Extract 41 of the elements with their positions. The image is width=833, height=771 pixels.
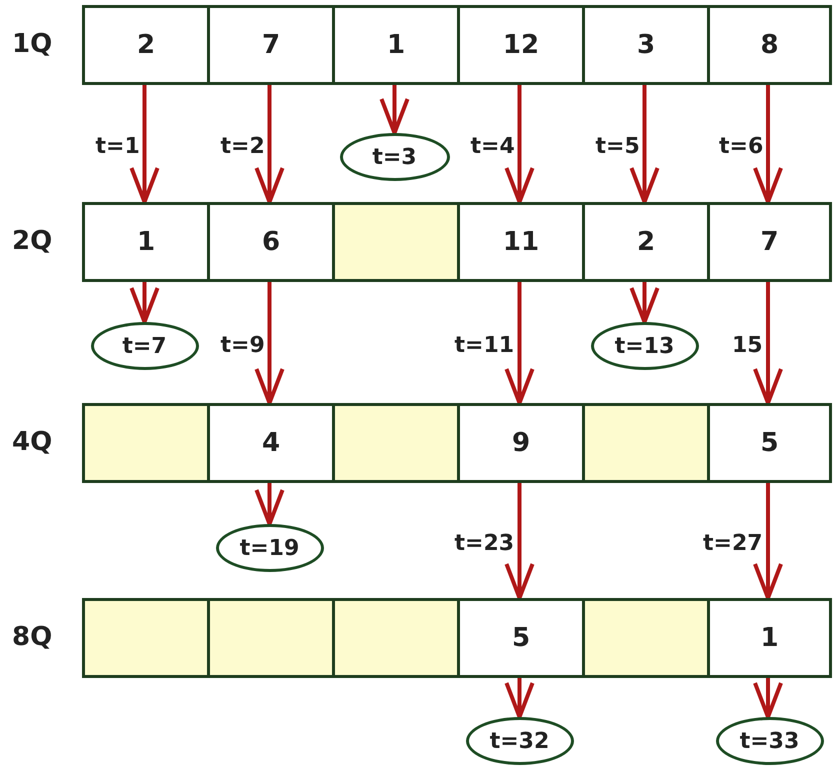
queue-cell: 8 bbox=[707, 5, 832, 85]
time-ellipse: t=13 bbox=[590, 322, 698, 370]
arrow bbox=[504, 282, 534, 405]
queue-label: 2Q bbox=[12, 226, 52, 256]
arrow bbox=[130, 85, 160, 204]
arrow bbox=[504, 85, 534, 204]
queue-cell: 4 bbox=[207, 403, 335, 483]
queue-cell: 9 bbox=[457, 403, 585, 483]
arrow bbox=[753, 282, 783, 405]
arrow bbox=[630, 282, 660, 324]
arrow bbox=[380, 85, 410, 135]
time-ellipse: t=19 bbox=[216, 524, 324, 572]
queue-cell: 3 bbox=[582, 5, 710, 85]
arrow bbox=[753, 483, 783, 600]
queue-label: 1Q bbox=[12, 29, 52, 59]
arrow bbox=[254, 85, 284, 204]
queue-cell: 12 bbox=[457, 5, 585, 85]
queue-cell: 5 bbox=[457, 598, 585, 678]
arrow bbox=[130, 282, 160, 324]
arrow bbox=[753, 678, 783, 719]
arrow bbox=[254, 282, 284, 405]
queue-label: 8Q bbox=[12, 622, 52, 652]
queue-cell: 6 bbox=[207, 202, 335, 282]
queue-label: 4Q bbox=[12, 427, 52, 457]
time-ellipse: t=32 bbox=[466, 717, 574, 765]
queue-cell: 11 bbox=[457, 202, 585, 282]
queue-cell: 7 bbox=[707, 202, 832, 282]
queue-cell: 5 bbox=[707, 403, 832, 483]
queue-cell: 1 bbox=[332, 5, 460, 85]
arrow bbox=[753, 85, 783, 204]
arrow bbox=[504, 483, 534, 600]
queue-cell: 1 bbox=[82, 202, 210, 282]
time-ellipse: t=3 bbox=[340, 133, 450, 181]
queue-cell: 7 bbox=[207, 5, 335, 85]
time-ellipse: t=33 bbox=[716, 717, 824, 765]
arrow bbox=[254, 483, 284, 526]
time-ellipse: t=7 bbox=[90, 322, 198, 370]
queue-cell: 1 bbox=[707, 598, 832, 678]
queue-cell: 2 bbox=[582, 202, 710, 282]
queue-cell: 2 bbox=[82, 5, 210, 85]
arrow bbox=[630, 85, 660, 204]
